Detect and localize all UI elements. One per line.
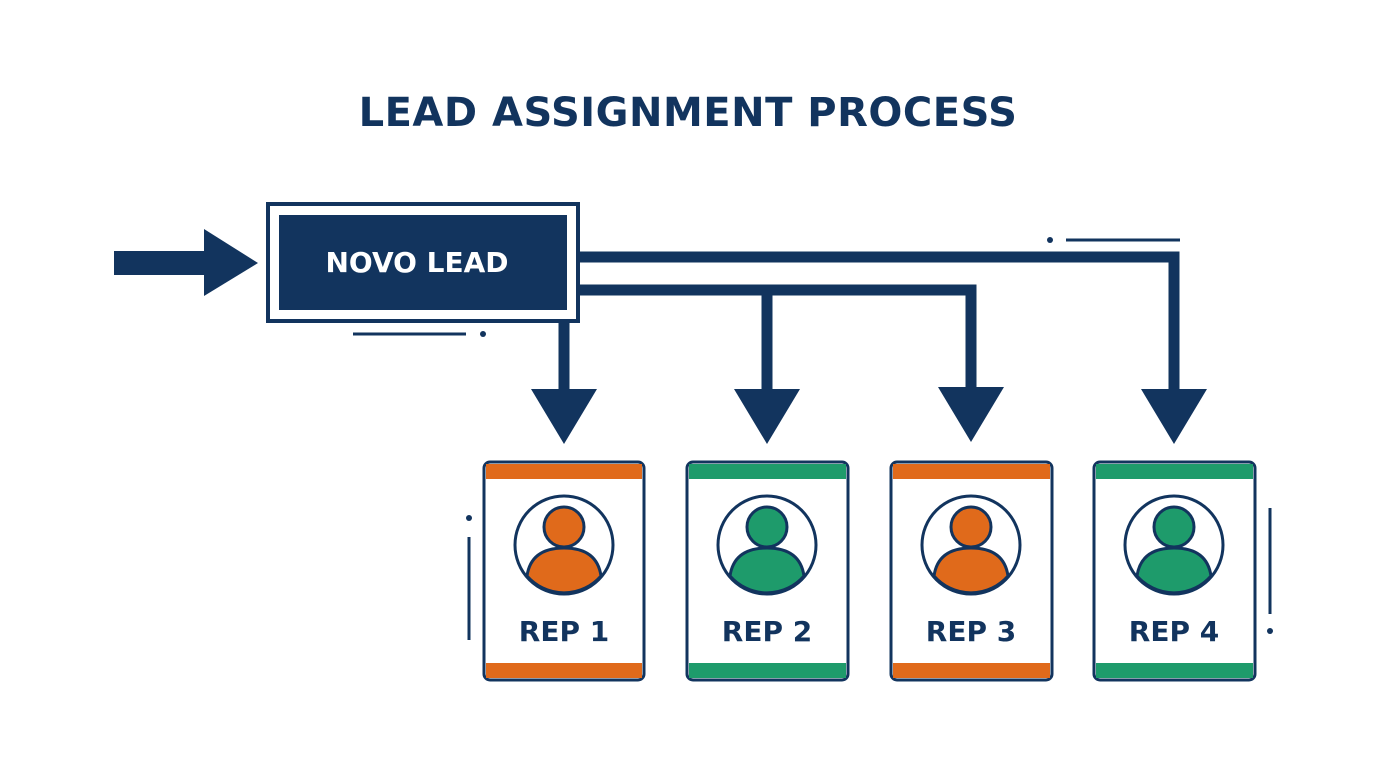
- rep-card-label: REP 2: [722, 615, 812, 648]
- source-node-label: NOVO LEAD: [325, 246, 508, 279]
- rep-card[interactable]: REP 2: [685, 460, 850, 682]
- rep-card[interactable]: REP 4: [1092, 460, 1257, 682]
- rep-card[interactable]: REP 3: [889, 460, 1054, 682]
- rep-card-label: REP 4: [1129, 615, 1219, 648]
- arrow-down-icon: [531, 389, 597, 444]
- user-avatar-icon: [716, 494, 818, 596]
- rep-card[interactable]: REP 1: [482, 460, 646, 682]
- decorative-accents: [353, 237, 1273, 640]
- user-avatar-icon: [513, 494, 615, 596]
- distribution-connectors: [558, 251, 1180, 395]
- user-avatar-icon: [920, 494, 1022, 596]
- distribution-arrowheads: [531, 387, 1207, 444]
- diagram-title: LEAD ASSIGNMENT PROCESS: [359, 90, 1018, 136]
- rep-card-label: REP 1: [519, 615, 609, 648]
- arrow-down-icon: [1141, 389, 1207, 444]
- user-avatar-icon: [1123, 494, 1225, 596]
- incoming-arrow-icon: [114, 229, 258, 296]
- rep-card-label: REP 3: [926, 615, 1016, 648]
- source-node[interactable]: NOVO LEAD: [266, 202, 580, 323]
- arrow-down-icon: [938, 387, 1004, 442]
- arrow-down-icon: [734, 389, 800, 444]
